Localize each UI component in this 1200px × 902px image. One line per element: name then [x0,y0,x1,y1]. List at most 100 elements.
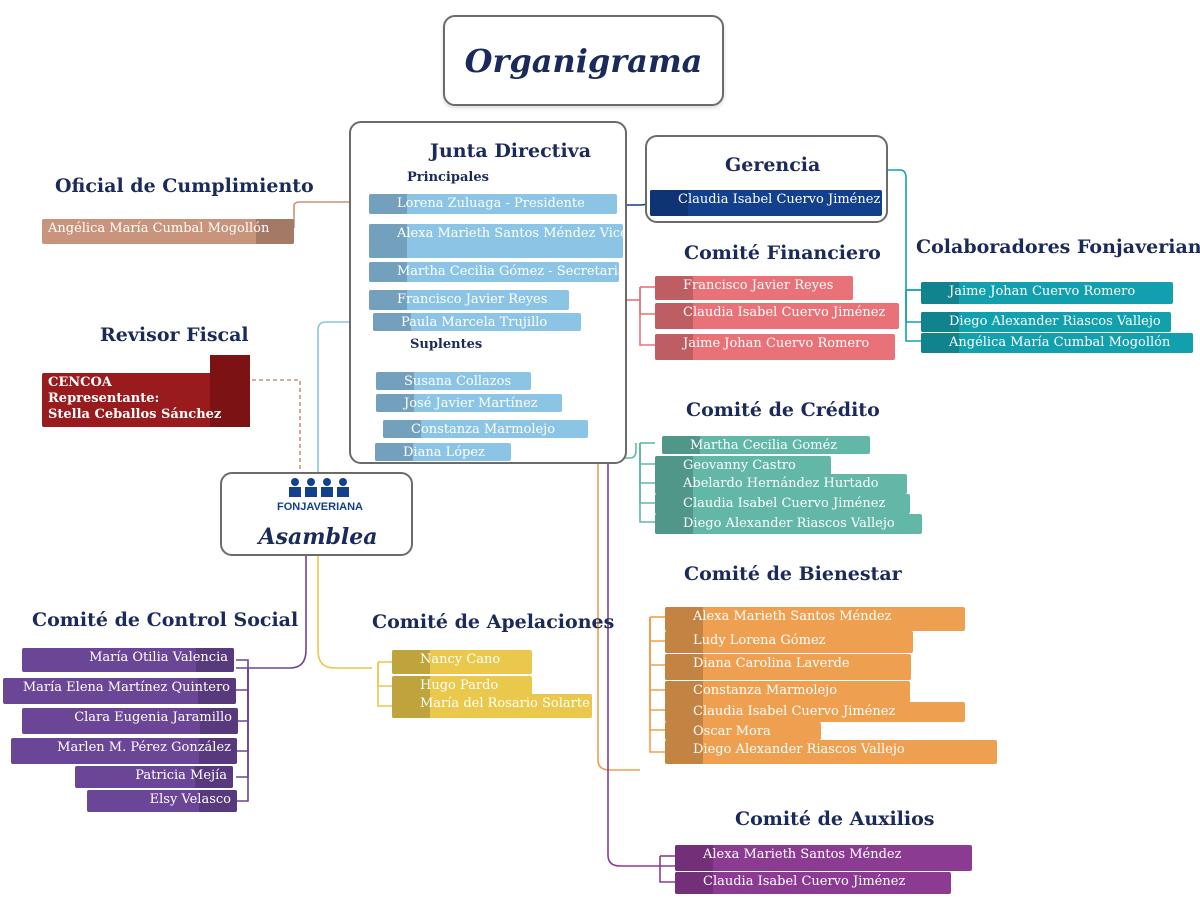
junta-p-member-0: Lorena Zuluaga - Presidente [369,194,617,214]
colaboradores-member-name: Jaime Johan Cuervo Romero [949,284,1136,299]
bienestar-member-name: Diana Carolina Laverde [693,656,850,671]
asamblea-label: Asamblea [258,524,378,550]
junta-p-member-tab [369,224,407,258]
bienestar-member-tab [665,740,703,764]
oficial-to-junta-line [293,201,349,228]
credito-member-tab [655,456,693,476]
apelaciones-member-name: María del Rosario Solarte [420,696,590,711]
credito-member-name: Martha Cecilia Goméz [690,438,838,453]
junta-to-auxilios-line [607,464,675,867]
junta-s-member-0: Susana Collazos [376,372,531,390]
junta-p-member-name: Lorena Zuluaga - Presidente [397,196,585,211]
bienestar-member-name: Constanza Marmolejo [693,683,838,698]
financiero-member-1: Claudia Isabel Cuervo Jiménez [655,303,899,329]
bienestar-member-tab [665,702,703,722]
financiero-branch-1 [639,287,655,315]
credito-member-name: Geovanny Castro [683,458,796,473]
junta-s-member-1: José Javier Martínez [376,394,562,412]
bienestar-branch-3 [649,617,665,691]
revisor-line-3: Stella Ceballos Sánchez [48,407,222,422]
bienestar-member-tab [665,654,703,680]
junta-s-member-tab [376,372,414,390]
colaboradores-member-tab [921,312,959,332]
credito-branch-2 [639,443,655,484]
control-branch-5 [236,668,249,802]
apelaciones-branch-1 [377,662,392,687]
comite-bienestar-title: Comité de Bienestar [684,563,902,585]
junta-p-member-tab [369,194,407,214]
control-member-4: Patricia Mejía [75,766,233,788]
junta-p-member-name: Alexa Marieth Santos Méndez Vicepresiden… [397,226,623,241]
asamblea-to-junta-line [317,321,349,472]
colaboradores-member-name: Diego Alexander Riascos Vallejo [949,314,1161,329]
junta-p-member-1: Alexa Marieth Santos Méndez Vicepresiden… [369,224,623,258]
bienestar-branch-6 [649,617,665,753]
bienestar-member-name: Claudia Isabel Cuervo Jiménez [693,704,896,719]
revisor-fiscal-tab [210,355,250,427]
comite-credito-title: Comité de Crédito [686,399,880,421]
apelaciones-member-1: Hugo Pardo [392,676,532,696]
control-member-name: María Elena Martínez Quintero [22,680,230,695]
suplentes-label: Suplentes [410,337,483,352]
control-member-0: María Otilia Valencia [22,648,234,672]
apelaciones-member-tab [392,694,430,718]
junta-s-member-tab [376,394,414,412]
junta-s-member-name: Diana López [403,445,485,460]
apelaciones-branch-2 [377,662,392,707]
control-member-name: Patricia Mejía [135,768,227,783]
control-member-tab [199,738,237,764]
junta-p-member-4: Paula Marcela Trujillo [373,313,581,331]
apelaciones-member-tab [392,676,430,696]
junta-s-member-tab [383,420,421,438]
junta-s-member-3: Diana López [375,443,511,461]
asamblea-to-apelaciones-line [317,556,372,669]
control-member-2: Clara Eugenia Jaramillo [22,708,238,734]
gerencia-member-tab [650,190,688,216]
apelaciones-member-name: Nancy Cano [420,652,501,667]
junta-to-credito-line [618,443,637,459]
junta-directiva-title: Junta Directiva [430,140,592,162]
credito-member-tab [655,474,693,494]
auxilios-member-name: Claudia Isabel Cuervo Jiménez [703,874,906,889]
bienestar-member-tab [665,631,703,653]
bienestar-member-2: Diana Carolina Laverde [665,654,911,680]
bienestar-branch-5 [649,617,665,731]
bienestar-member-name: Alexa Marieth Santos Méndez [693,609,892,624]
bienestar-member-4: Claudia Isabel Cuervo Jiménez [665,702,965,722]
control-branch-0 [236,659,249,668]
auxilios-member-0: Alexa Marieth Santos Méndez [675,845,972,871]
bienestar-member-tab [665,681,703,703]
bienestar-member-3: Constanza Marmolejo [665,681,910,703]
junta-p-member-tab [369,290,407,310]
colaboradores-member-0: Jaime Johan Cuervo Romero [921,282,1173,304]
gerencia-member-0: Claudia Isabel Cuervo Jiménez [650,190,882,216]
credito-branch-1 [639,443,655,465]
control-member-5: Elsy Velasco [87,790,237,812]
gerencia-member-name: Claudia Isabel Cuervo Jiménez [678,192,881,207]
financiero-member-tab [655,276,693,300]
comite-auxilios-title: Comité de Auxilios [735,808,935,830]
junta-s-member-name: José Javier Martínez [404,396,538,411]
colaboradores-member-tab [921,282,959,304]
oficial-member-name: Angélica María Cumbal Mogollón [48,221,270,236]
page-title: Organigrama [464,41,703,80]
revisor-fiscal-card: CENCOA Representante: Stella Ceballos Sá… [42,355,250,427]
bienestar-member-0: Alexa Marieth Santos Méndez [665,607,965,631]
financiero-branch-2 [639,287,655,346]
colaboradores-member-1: Diego Alexander Riascos Vallejo [921,312,1171,332]
credito-member-tab [662,436,700,454]
financiero-member-name: Claudia Isabel Cuervo Jiménez [683,305,886,320]
auxilios-branch-1 [659,856,675,883]
bienestar-member-name: Oscar Mora [693,724,771,739]
control-member-3: Marlen M. Pérez González [11,738,237,764]
financiero-member-name: Francisco Javier Reyes [683,278,834,293]
credito-member-name: Abelardo Hernández Hurtado [683,476,879,491]
financiero-member-name: Jaime Johan Cuervo Romero [683,336,870,351]
control-member-tab [200,708,238,734]
people-logo-icon [289,478,349,497]
asamblea-to-control-line [236,556,307,669]
credito-member-1: Geovanny Castro [655,456,831,476]
auxilios-member-tab [675,845,713,871]
credito-member-tab [655,514,693,534]
financiero-member-tab [655,334,693,360]
